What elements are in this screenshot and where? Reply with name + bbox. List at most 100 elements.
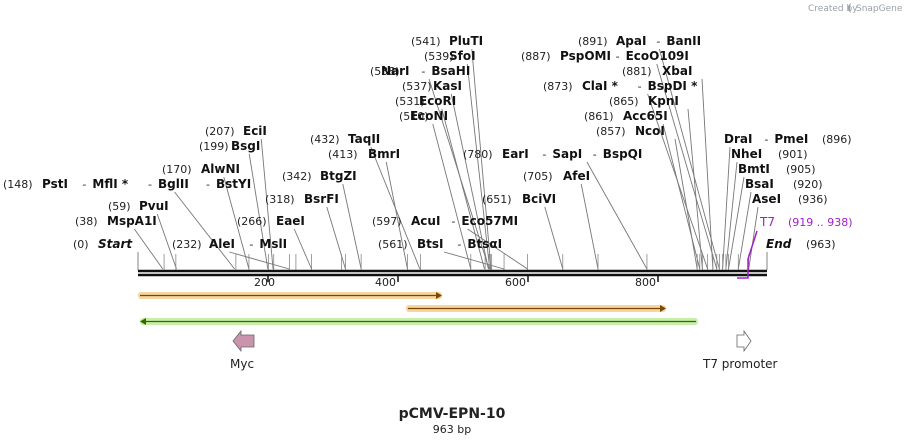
cut-site-psti[interactable]: (148)PstI-MflI *-BglII-BstYI xyxy=(3,177,251,191)
cut-site-kpni[interactable]: (865)KpnI xyxy=(609,94,679,108)
cut-site-alwni[interactable]: (170)AlwNI xyxy=(162,162,240,176)
cut-site-btgzi[interactable]: (342)BtgZI xyxy=(282,169,357,183)
cut-site-ecori[interactable]: (531)EcoRI xyxy=(395,94,456,108)
enzyme-name-bspqi[interactable]: BspQI xyxy=(603,147,643,161)
enzyme-name-alwni[interactable]: AlwNI xyxy=(201,162,240,176)
separator-dash: - xyxy=(148,178,152,191)
cut-site-mspa1i[interactable]: (38)MspA1I xyxy=(75,214,157,228)
cut-site-ecii[interactable]: (207)EciI xyxy=(205,124,267,138)
cut-site-nhei[interactable]: NheI(901) xyxy=(731,147,808,161)
enzyme-name-banii[interactable]: BanII xyxy=(666,34,701,48)
cut-site-acui[interactable]: (597)AcuI-Eco57MI xyxy=(372,214,518,228)
enzyme-name-bcivi[interactable]: BciVI xyxy=(522,192,556,206)
enzyme-name-alei[interactable]: AleI xyxy=(209,237,235,251)
cut-site-position: (510) xyxy=(399,110,429,123)
enzyme-name-bmti[interactable]: BmtI xyxy=(738,162,770,176)
cut-site-eaei[interactable]: (266)EaeI xyxy=(237,214,305,228)
enzyme-name-drai[interactable]: DraI xyxy=(724,132,752,146)
enzyme-name-apai[interactable]: ApaI xyxy=(616,34,646,48)
myc-arrow-icon xyxy=(232,329,255,353)
cut-site-position: (873) xyxy=(543,80,573,93)
enzyme-name-bstyi[interactable]: BstYI xyxy=(216,177,251,191)
leader-line xyxy=(466,63,491,270)
enzyme-name-bmri[interactable]: BmrI xyxy=(368,147,400,161)
leader-line xyxy=(658,48,720,270)
enzyme-name-btgzi[interactable]: BtgZI xyxy=(320,169,357,183)
cut-site-apai[interactable]: (891)ApaI-BanII xyxy=(578,34,701,48)
feature-t7-promoter[interactable]: T7 promoter xyxy=(702,329,778,371)
feature-myc[interactable]: Myc xyxy=(230,329,255,371)
leader-line xyxy=(701,78,714,270)
enzyme-name-acui[interactable]: AcuI xyxy=(411,214,440,228)
cut-site-bsrfi[interactable]: (318)BsrFI xyxy=(265,192,339,206)
enzyme-name-taqii[interactable]: TaqII xyxy=(348,132,380,146)
cut-site-kasi[interactable]: (537)KasI xyxy=(402,79,462,93)
cut-site-bmti[interactable]: BmtI(905) xyxy=(738,162,816,176)
cut-site-xbai[interactable]: (881)XbaI xyxy=(622,64,692,78)
leader-line xyxy=(544,206,564,270)
cut-site-sfoi[interactable]: (539)SfoI xyxy=(424,49,476,63)
enzyme-name-ecoo109i[interactable]: EcoO109I xyxy=(626,49,689,63)
enzyme-name-acc65i[interactable]: Acc65I xyxy=(623,109,668,123)
cut-site-afei[interactable]: (705)AfeI xyxy=(523,169,590,183)
enzyme-name-eari[interactable]: EarI xyxy=(502,147,529,161)
enzyme-name-bsai[interactable]: BsaI xyxy=(745,177,774,191)
enzyme-name-asei[interactable]: AseI xyxy=(752,192,781,206)
enzyme-name-bts-i[interactable]: BtsαI xyxy=(467,237,502,251)
cut-site-eari[interactable]: (780)EarI-SapI-BspQI xyxy=(463,147,642,161)
cut-site-btsi[interactable]: (561)BtsI-BtsαI xyxy=(378,237,502,251)
enzyme-name-sapi[interactable]: SapI xyxy=(552,147,582,161)
cut-site-taqii[interactable]: (432)TaqII xyxy=(310,132,380,146)
cut-site-ncoi[interactable]: (857)NcoI xyxy=(596,124,665,138)
separator-dash: - xyxy=(249,238,253,251)
enzyme-name-eaei[interactable]: EaeI xyxy=(276,214,305,228)
enzyme-name-psti[interactable]: PstI xyxy=(42,177,68,191)
cut-site-clai[interactable]: (873)ClaI *-BspDI * xyxy=(543,79,698,93)
cut-site-pvui[interactable]: (59)PvuI xyxy=(108,199,169,213)
enzyme-name-kasi[interactable]: KasI xyxy=(433,79,462,93)
cut-site-pluti[interactable]: (541)PluTI xyxy=(411,34,483,48)
enzyme-name-econi[interactable]: EcoNI xyxy=(410,109,448,123)
cut-site-econi[interactable]: (510)EcoNI xyxy=(399,109,448,123)
enzyme-name-mfli[interactable]: MflI * xyxy=(92,177,128,191)
cut-site-bcivi[interactable]: (651)BciVI xyxy=(482,192,556,206)
cut-site-asei[interactable]: AseI(936) xyxy=(752,192,828,206)
enzyme-name-ecori[interactable]: EcoRI xyxy=(419,94,456,108)
enzyme-name-bsahi[interactable]: BsaHI xyxy=(431,64,470,78)
enzyme-name-sfoi[interactable]: SfoI xyxy=(449,49,476,63)
leader-line xyxy=(725,161,738,270)
enzyme-name-mspa1i[interactable]: MspA1I xyxy=(107,214,157,228)
enzyme-name-pluti[interactable]: PluTI xyxy=(449,34,483,48)
primer-t7-label[interactable]: T7(919 .. 938) xyxy=(759,215,853,229)
enzyme-name-pspomi[interactable]: PspOMI xyxy=(560,49,611,63)
enzyme-name-afei[interactable]: AfeI xyxy=(563,169,590,183)
enzyme-name-btsi[interactable]: BtsI xyxy=(417,237,444,251)
cut-site-nari[interactable]: (538)NarI-BsaHI xyxy=(370,64,470,78)
leader-line xyxy=(586,161,648,270)
cut-site-bmri[interactable]: (413)BmrI xyxy=(328,147,400,161)
enzyme-name-pvui[interactable]: PvuI xyxy=(139,199,169,213)
enzyme-name-nhei[interactable]: NheI xyxy=(731,147,762,161)
enzyme-name-clai[interactable]: ClaI * xyxy=(582,79,619,93)
enzyme-name-bspdi[interactable]: BspDI * xyxy=(648,79,698,93)
enzyme-name-ecii[interactable]: EciI xyxy=(243,124,267,138)
leader-line xyxy=(229,251,290,270)
cut-site-acc65i[interactable]: (861)Acc65I xyxy=(584,109,668,123)
enzyme-name-nari[interactable]: NarI xyxy=(381,64,410,78)
enzyme-name-bglii[interactable]: BglII xyxy=(158,177,189,191)
enzyme-name-bsrfi[interactable]: BsrFI xyxy=(304,192,339,206)
cut-site-alei[interactable]: (232)AleI-MslI xyxy=(172,237,287,251)
enzyme-name-kpni[interactable]: KpnI xyxy=(648,94,679,108)
leader-line xyxy=(441,108,485,270)
enzyme-name-bsgi[interactable]: BsgI xyxy=(231,139,260,153)
cut-site-bsai[interactable]: BsaI(920) xyxy=(745,177,823,191)
enzyme-name-msli[interactable]: MslI xyxy=(259,237,287,251)
cut-site-drai[interactable]: DraI-PmeI(896) xyxy=(724,132,852,146)
enzyme-name-xbai[interactable]: XbaI xyxy=(662,64,692,78)
enzyme-name-eco57mi[interactable]: Eco57MI xyxy=(461,214,518,228)
primer-t7-marker[interactable] xyxy=(737,230,758,279)
cut-site-bsgi[interactable]: (199)BsgI xyxy=(199,139,260,153)
enzyme-name-ncoi[interactable]: NcoI xyxy=(635,124,665,138)
enzyme-name-pmei[interactable]: PmeI xyxy=(774,132,808,146)
cut-site-pspomi[interactable]: (887)PspOMI-EcoO109I xyxy=(521,49,689,63)
